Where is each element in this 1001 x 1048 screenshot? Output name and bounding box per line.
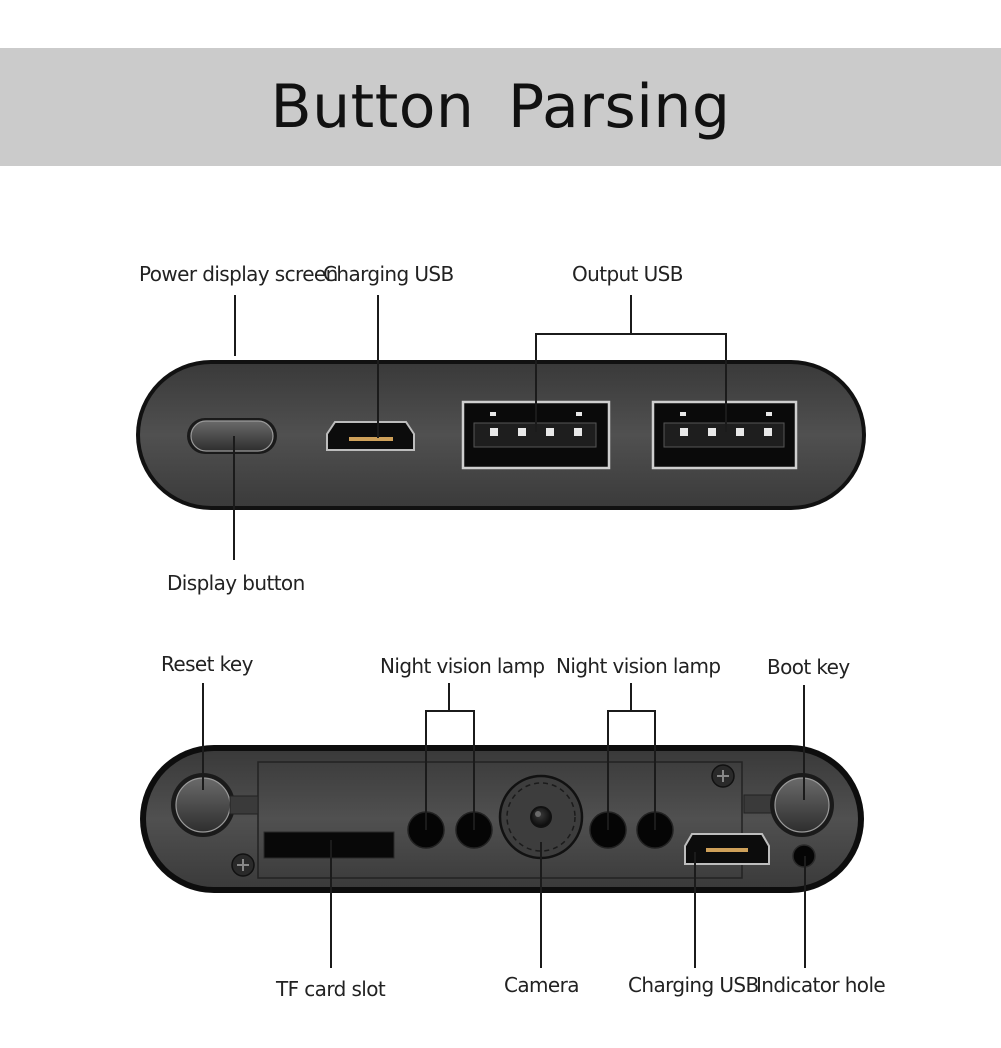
screw-right-icon (711, 764, 735, 788)
display-button (187, 418, 277, 454)
page-title: Button Parsing (270, 72, 731, 142)
screw-left-icon (231, 853, 255, 877)
bottom-leader-lines (202, 683, 806, 968)
camera-lens (498, 774, 584, 860)
reset-key (171, 773, 259, 837)
label-reset-key: Reset key (161, 652, 254, 676)
charging-usb-port-bottom (684, 833, 770, 865)
label-night-vision-lamp-left: Night vision lamp (380, 654, 545, 678)
label-charging-usb-top: Charging USB (323, 262, 454, 286)
label-output-usb: Output USB (572, 262, 683, 286)
label-tf-card-slot: TF card slot (275, 977, 386, 1001)
charging-usb-port (326, 421, 415, 451)
label-power-display-screen: Power display screen (139, 262, 338, 286)
output-usb-port-2 (651, 400, 798, 470)
label-night-vision-lamp-right: Night vision lamp (556, 654, 721, 678)
label-charging-usb-bottom: Charging USB (628, 973, 759, 997)
label-display-button: Display button (167, 571, 305, 595)
label-boot-key: Boot key (767, 655, 850, 679)
label-indicator-hole: Indicator hole (756, 973, 885, 997)
top-leader-lines (233, 295, 727, 560)
title-band: Button Parsing (0, 48, 1001, 166)
tf-card-slot (263, 831, 395, 859)
boot-key (743, 773, 834, 837)
label-camera: Camera (504, 973, 579, 997)
